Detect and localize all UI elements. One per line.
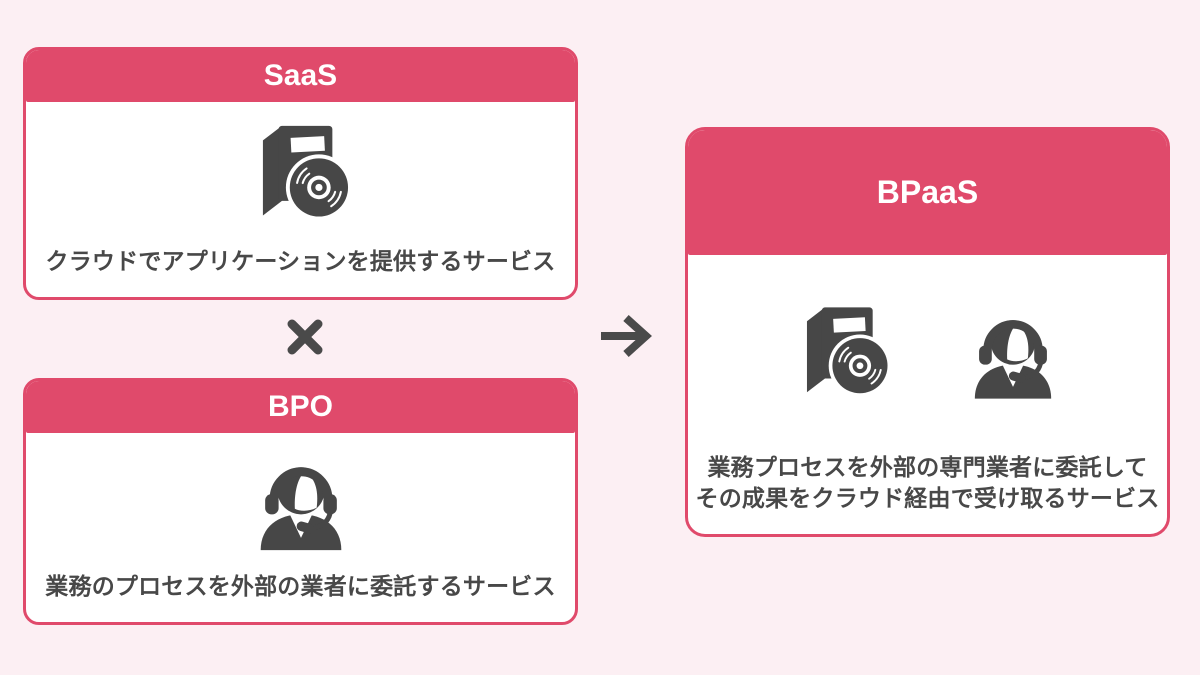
bpo-card-title: BPO: [267, 390, 333, 423]
bpaas-card-title: BPaaS: [876, 174, 979, 210]
bpaas-card: BPaaS: [685, 127, 1170, 537]
bpo-card-header: BPO: [26, 381, 575, 433]
multiply-icon: ✕: [283, 315, 327, 359]
bpaas-icon-row: [790, 255, 1066, 452]
bpaas-card-header: BPaaS: [688, 130, 1167, 255]
bpaas-description-line-1: 業務プロセスを外部の専門業者に委託して: [707, 453, 1148, 480]
bpo-card-body: 業務のプロセスを外部の業者に委託するサービス: [26, 433, 575, 622]
saas-card-title: SaaS: [263, 59, 338, 92]
call-center-operator-icon: [960, 300, 1066, 406]
bpo-card-description: 業務のプロセスを外部の業者に委託するサービス: [45, 572, 556, 599]
arrow-right-icon: →: [598, 310, 660, 362]
software-box-icon: [245, 102, 357, 246]
saas-card: SaaS: [23, 47, 578, 300]
saas-card-header: SaaS: [26, 50, 575, 102]
bpaas-card-body: 業務プロセスを外部の専門業者に委託して その成果をクラウド経由で受け取るサービス: [688, 255, 1167, 534]
bpaas-card-description: 業務プロセスを外部の専門業者に委託して その成果をクラウド経由で受け取るサービス: [696, 452, 1160, 534]
bpo-card: BPO 業務のプロセスを外部の業者に委託するサービス: [23, 378, 578, 625]
saas-card-body: クラウドでアプリケーションを提供するサービス: [26, 102, 575, 297]
software-box-icon: [790, 300, 896, 406]
call-center-operator-icon: [245, 433, 357, 571]
bpaas-description-line-2: その成果をクラウド経由で受け取るサービス: [695, 484, 1160, 511]
saas-card-description: クラウドでアプリケーションを提供するサービス: [45, 247, 556, 274]
